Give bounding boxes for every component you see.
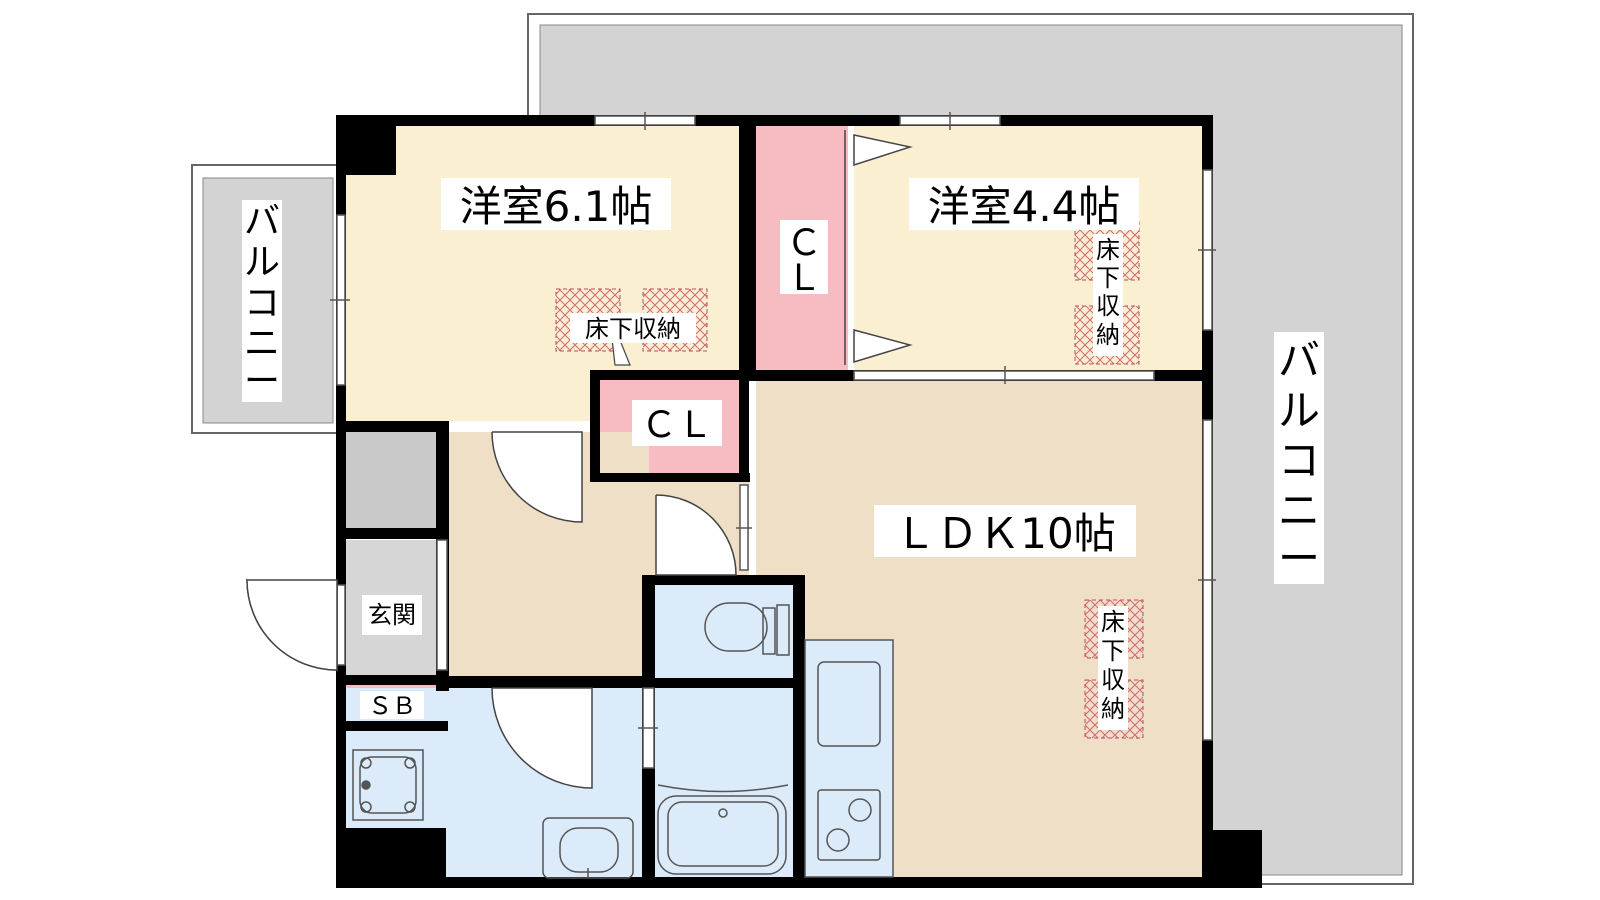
right-balcony-label-4: ニ	[1278, 486, 1320, 535]
washbasin	[542, 817, 634, 879]
closet-top-label-c: Ｃ	[786, 223, 822, 264]
closet-mid-label: ＣＬ	[641, 405, 713, 446]
windows	[330, 112, 1216, 769]
left-balcony-label-1: バ	[244, 201, 280, 242]
underfloor-label-room1: 床下収納	[585, 315, 681, 343]
right-balcony-label-1: バ	[1278, 336, 1320, 385]
left-balcony-label-4: ニ	[244, 323, 280, 364]
toilet	[655, 585, 793, 678]
western-room-2	[854, 126, 1202, 370]
label-backgrounds	[242, 178, 1324, 730]
left-balcony-label-5: ー	[244, 361, 280, 402]
underfloor-label-ldk-4: 納	[1101, 695, 1125, 723]
western-room-2-label: 洋室4.4帖	[928, 182, 1121, 231]
underfloor-label-room2-4: 納	[1096, 321, 1120, 349]
doors	[246, 130, 913, 789]
shoe-box-label: ＳＢ	[368, 692, 416, 720]
underfloor-label-room2-1: 床	[1096, 236, 1120, 264]
ldk-label: ＬＤＫ10帖	[894, 509, 1115, 558]
bathroom	[655, 688, 793, 878]
closet-top-label-l: Ｌ	[786, 258, 822, 299]
underfloor-label-ldk-2: 下	[1101, 637, 1125, 665]
western-room-1-label: 洋室6.1帖	[460, 182, 653, 231]
washing-machine	[352, 749, 424, 821]
right-balcony-label-5: ー	[1278, 534, 1320, 583]
underfloor-label-ldk-1: 床	[1101, 608, 1125, 636]
kitchen-counter	[804, 639, 894, 878]
underfloor-label-room2-3: 収	[1096, 292, 1120, 320]
right-balcony-label-2: ル	[1278, 386, 1320, 435]
storage-gray	[346, 432, 436, 528]
right-balcony-label-3: コ	[1278, 436, 1320, 485]
entrance-label: 玄関	[368, 601, 416, 629]
underfloor-label-room2-2: 下	[1096, 264, 1120, 292]
left-balcony-label-3: コ	[244, 283, 280, 324]
underfloor-label-ldk-3: 収	[1101, 666, 1125, 694]
toilet-fixture	[704, 602, 790, 656]
bathtub	[657, 784, 789, 875]
left-balcony-label-2: ル	[244, 242, 280, 283]
